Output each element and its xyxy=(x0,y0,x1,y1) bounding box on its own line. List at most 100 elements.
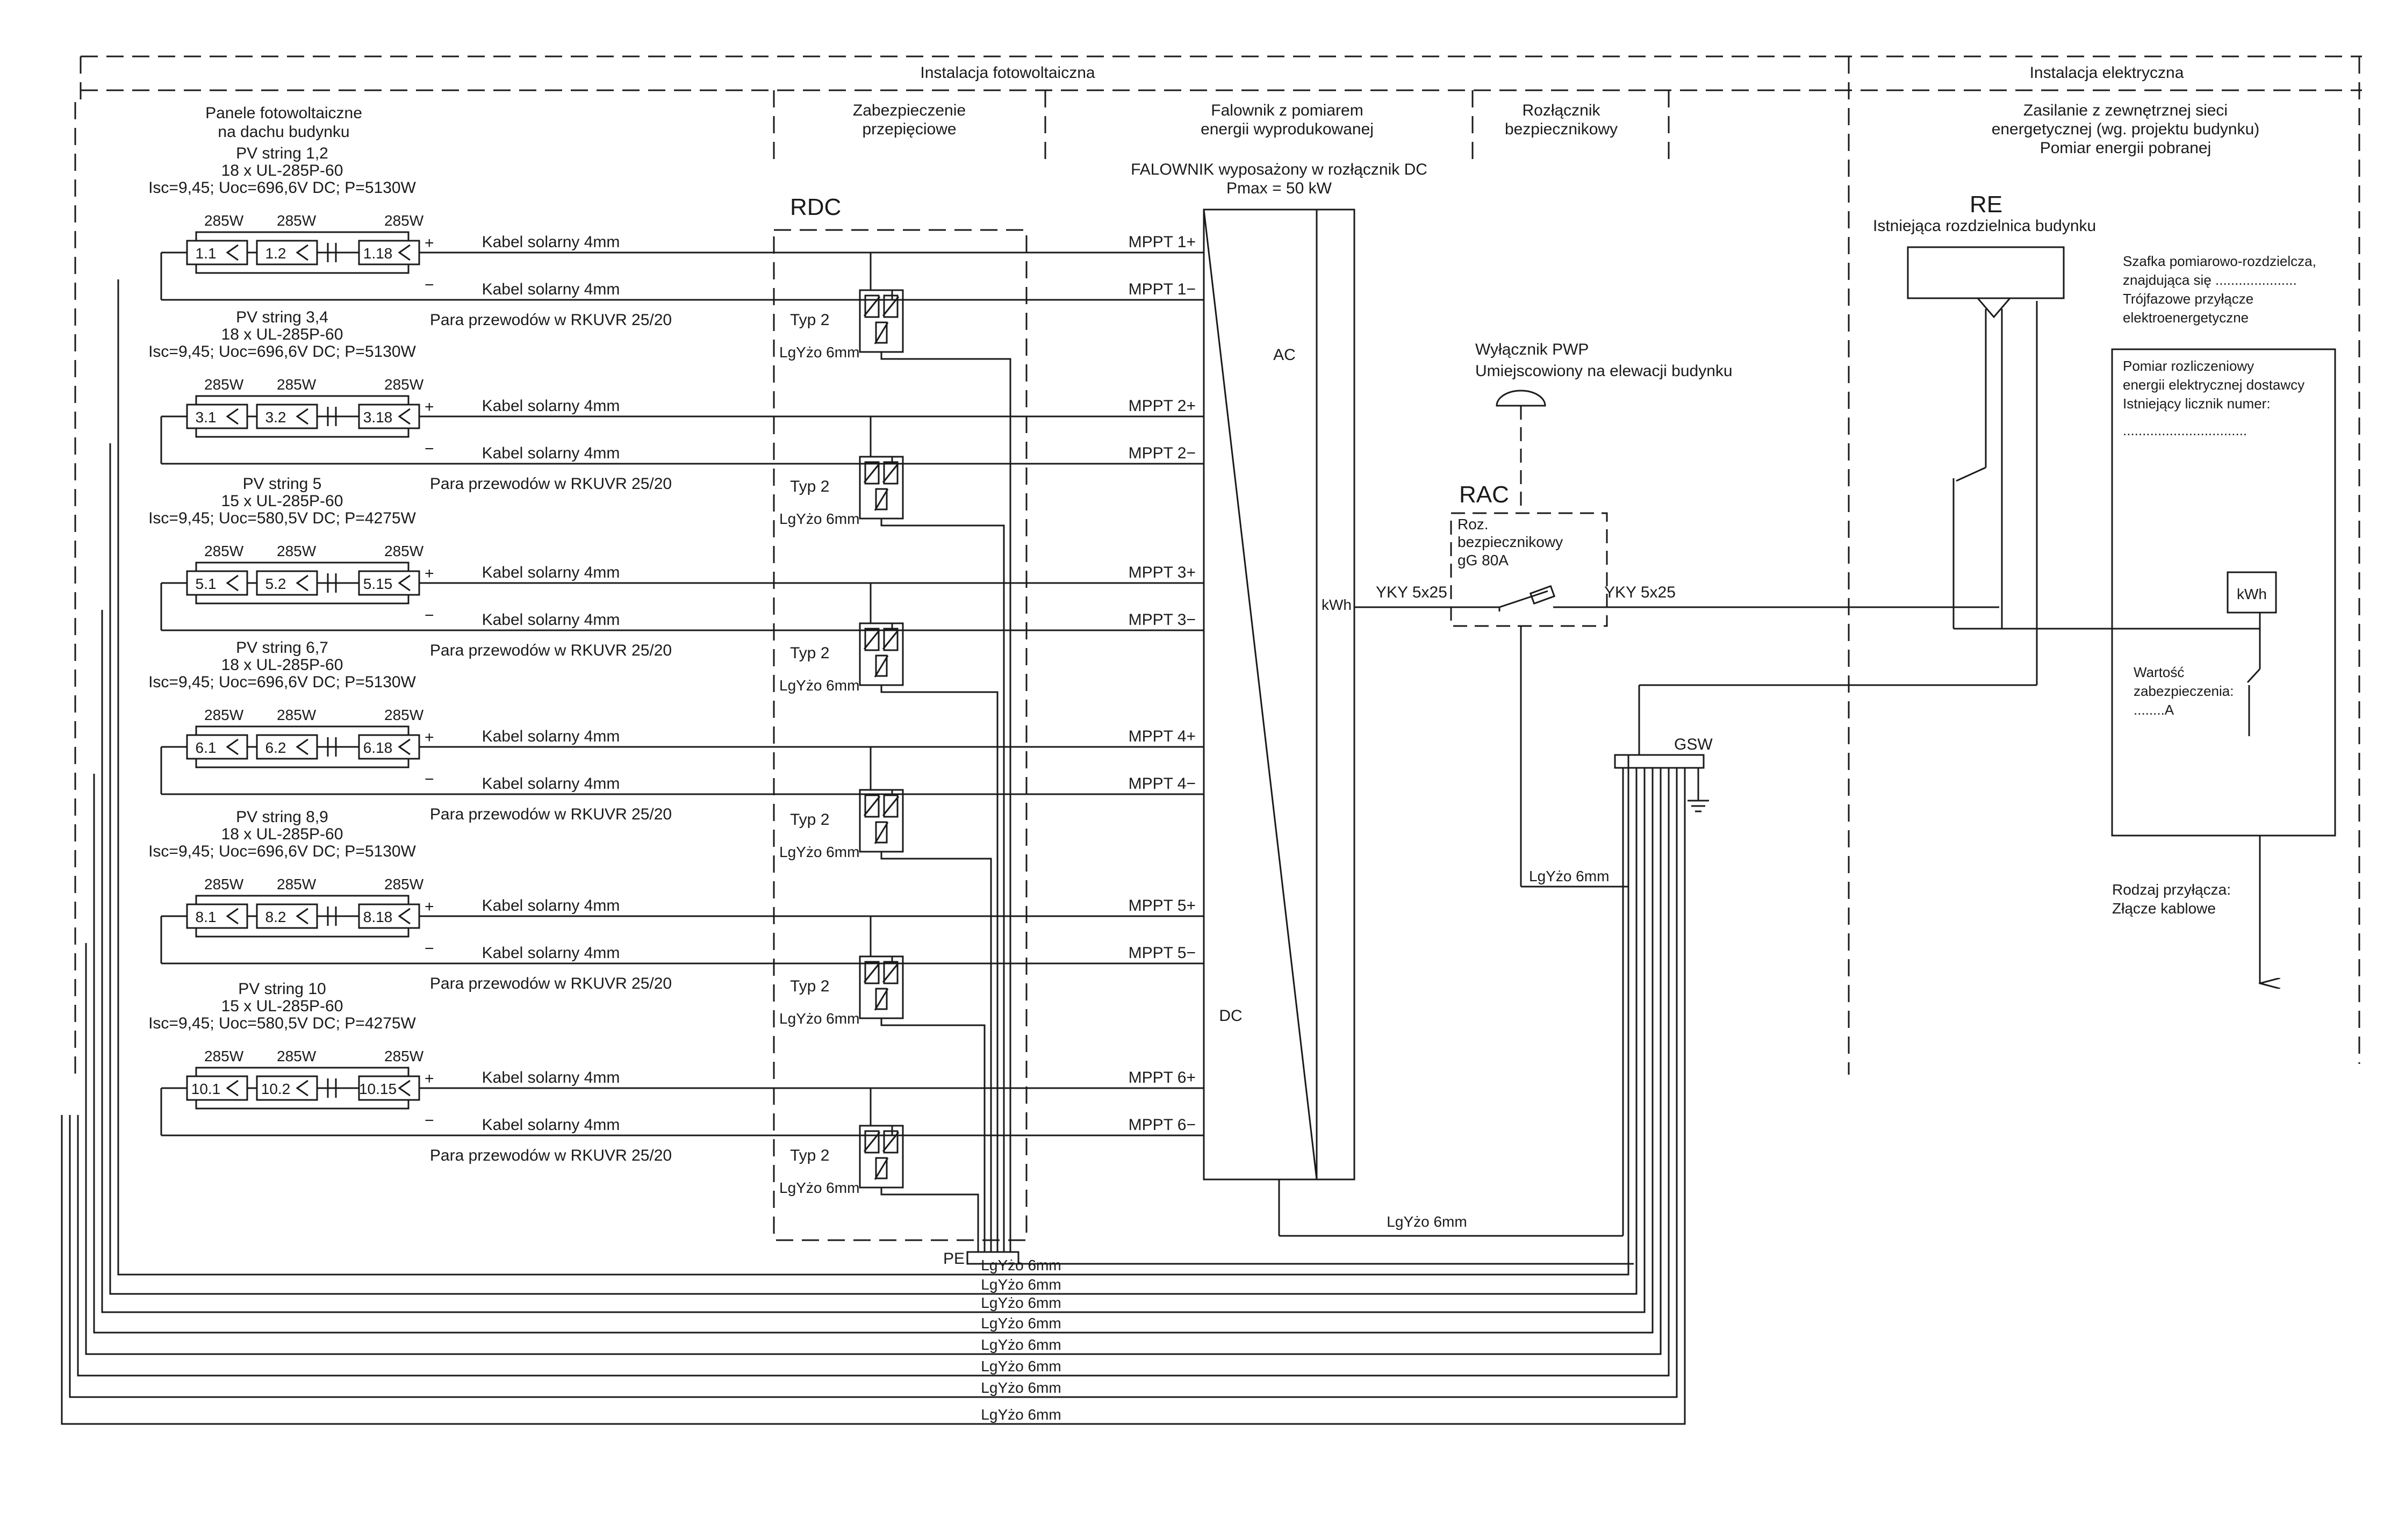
pv-panel: 5.1 xyxy=(186,570,248,596)
panel-id: 1.1 xyxy=(196,245,217,262)
yky-in-label: YKY 5x25 xyxy=(1376,584,1447,601)
plus-terminal: + xyxy=(425,398,434,416)
mppt-plus-label: MPPT 3+ xyxy=(1129,564,1196,581)
surge-protector xyxy=(859,583,999,1252)
col-inverter-l2: energii wyprodukowanej xyxy=(1201,120,1374,138)
panel-id: 8.18 xyxy=(363,909,393,925)
panel-id: 10.15 xyxy=(359,1081,397,1097)
col-supply-l2: energetycznej (wg. projektu budynku) xyxy=(1992,120,2260,138)
mppt-plus-label: MPPT 4+ xyxy=(1129,728,1196,745)
re-desc: Istniejąca rozdzielnica budynku xyxy=(1873,217,2096,235)
panel-power-label: 285W xyxy=(277,1048,317,1064)
string-params: Isc=9,45; Uoc=580,5V DC; P=4275W xyxy=(148,509,416,527)
panel-id: 8.1 xyxy=(196,909,217,925)
col-surge-l2: przepięciowe xyxy=(862,120,956,138)
cable-pair-label: Para przewodów w RKUVR 25/20 xyxy=(430,642,672,659)
panel-id: 5.2 xyxy=(265,575,286,592)
pv-panel: 8.2 xyxy=(256,903,318,929)
earth-cable: LgYżo 6mm xyxy=(109,443,1638,1295)
spd-pe-label: LgYżo 6mm xyxy=(779,844,859,860)
mppt-plus-label: MPPT 5+ xyxy=(1129,897,1196,915)
cabinet-l1: Szafka pomiarowo-rozdzielcza, xyxy=(2123,253,2316,269)
pwp-desc: Umiejscowiony na elewacji budynku xyxy=(1475,362,1733,380)
col-panels-l1: Panele fotowoltaiczne xyxy=(205,104,362,122)
cable-solar-minus: Kabel solarny 4mm xyxy=(482,444,620,462)
pv-panel: 6.18 xyxy=(358,734,420,760)
panel-id: 3.1 xyxy=(196,409,217,426)
panel-id: 5.15 xyxy=(363,575,393,592)
meter-l3: Istniejący licznik numer: xyxy=(2123,395,2271,412)
string-params: Isc=9,45; Uoc=696,6V DC; P=5130W xyxy=(148,179,416,197)
panel-power-label: 285W xyxy=(384,876,424,893)
connection-l1: Rodzaj przyłącza: xyxy=(2112,881,2231,898)
pv-panel: 3.18 xyxy=(358,404,420,429)
plus-terminal: + xyxy=(425,234,434,252)
pv-panel: 10.2 xyxy=(256,1075,318,1101)
pe-bar xyxy=(966,1251,1634,1265)
panel-id: 8.2 xyxy=(265,909,286,925)
string-count: 18 x UL-285P-60 xyxy=(221,825,343,843)
cable-pair-label: Para przewodów w RKUVR 25/20 xyxy=(430,475,672,493)
mppt-minus-label: MPPT 4− xyxy=(1129,775,1196,793)
rac-pe-label: LgYżo 6mm xyxy=(1529,868,1609,884)
panel-power-label: 285W xyxy=(204,876,244,893)
mppt-plus-label: MPPT 6+ xyxy=(1129,1069,1196,1086)
earth-cable-label: LgYżo 6mm xyxy=(981,1336,1061,1353)
minus-terminal: − xyxy=(425,940,434,958)
panel-power-label: 285W xyxy=(277,876,317,893)
panel-power-label: 285W xyxy=(384,212,424,229)
pv-panel: 3.1 xyxy=(186,404,248,429)
mppt-minus-label: MPPT 2− xyxy=(1129,444,1196,462)
minus-terminal: − xyxy=(425,771,434,788)
earth-cable-label: LgYżo 6mm xyxy=(981,1276,1061,1293)
rac-title: RAC xyxy=(1459,481,1509,508)
rac-l1: Roz. xyxy=(1457,516,1489,532)
spd-type-label: Typ 2 xyxy=(790,311,829,329)
pv-panel: 1.18 xyxy=(358,240,420,265)
rac-fuse xyxy=(1354,585,1999,888)
minus-terminal: − xyxy=(425,440,434,458)
inverter-ac-label: AC xyxy=(1273,346,1296,364)
panel-power-label: 285W xyxy=(204,376,244,393)
pwp-title: Wyłącznik PWP xyxy=(1475,341,1589,358)
cable-solar-plus: Kabel solarny 4mm xyxy=(482,1069,620,1086)
string-count: 15 x UL-285P-60 xyxy=(221,492,343,510)
string-name: PV string 5 xyxy=(243,475,322,493)
cabinet-l4: elektroenergetyczne xyxy=(2123,310,2249,326)
cable-pair-label: Para przewodów w RKUVR 25/20 xyxy=(430,805,672,823)
rac-l2: bezpiecznikowy xyxy=(1457,534,1563,550)
pv-panel: 10.1 xyxy=(186,1075,248,1101)
section-el-label: Instalacja elektryczna xyxy=(2030,64,2184,82)
earth-cable: LgYżo 6mm xyxy=(85,768,1662,1355)
spd-pe-label: LgYżo 6mm xyxy=(779,677,859,694)
cable-solar-plus: Kabel solarny 4mm xyxy=(482,728,620,745)
gsw-bar xyxy=(1278,301,2038,1237)
meter-l1: Pomiar rozliczeniowy xyxy=(2123,358,2254,374)
panel-power-label: 285W xyxy=(277,376,317,393)
panel-power-label: 285W xyxy=(384,376,424,393)
panel-id: 1.18 xyxy=(363,245,393,262)
pv-panel: 1.2 xyxy=(256,240,318,265)
pv-panel: 8.18 xyxy=(358,903,420,929)
meter-box xyxy=(2111,348,2336,837)
earth-cable: LgYżo 6mm xyxy=(117,279,1629,1276)
spd-type-label: Typ 2 xyxy=(790,478,829,495)
surge-protector xyxy=(859,416,1005,1252)
col-supply-l3: Pomiar energii pobranej xyxy=(2040,139,2212,157)
cabinet-l2: znajdująca się ..................... xyxy=(2123,272,2297,288)
col-surge-l1: Zabezpieczenie xyxy=(853,102,966,119)
spd-pe-label: LgYżo 6mm xyxy=(779,1010,859,1027)
cable-pair-label: Para przewodów w RKUVR 25/20 xyxy=(430,975,672,992)
earth-cable-label: LgYżo 6mm xyxy=(981,1379,1061,1396)
panel-power-label: 285W xyxy=(384,707,424,723)
string-count: 15 x UL-285P-60 xyxy=(221,997,343,1015)
earth-cable: LgYżo 6mm xyxy=(101,610,1646,1313)
minus-terminal: − xyxy=(425,607,434,624)
inverter-dc-label: DC xyxy=(1219,1007,1242,1025)
col-supply-l1: Zasilanie z zewnętrznej sieci xyxy=(2023,102,2228,119)
